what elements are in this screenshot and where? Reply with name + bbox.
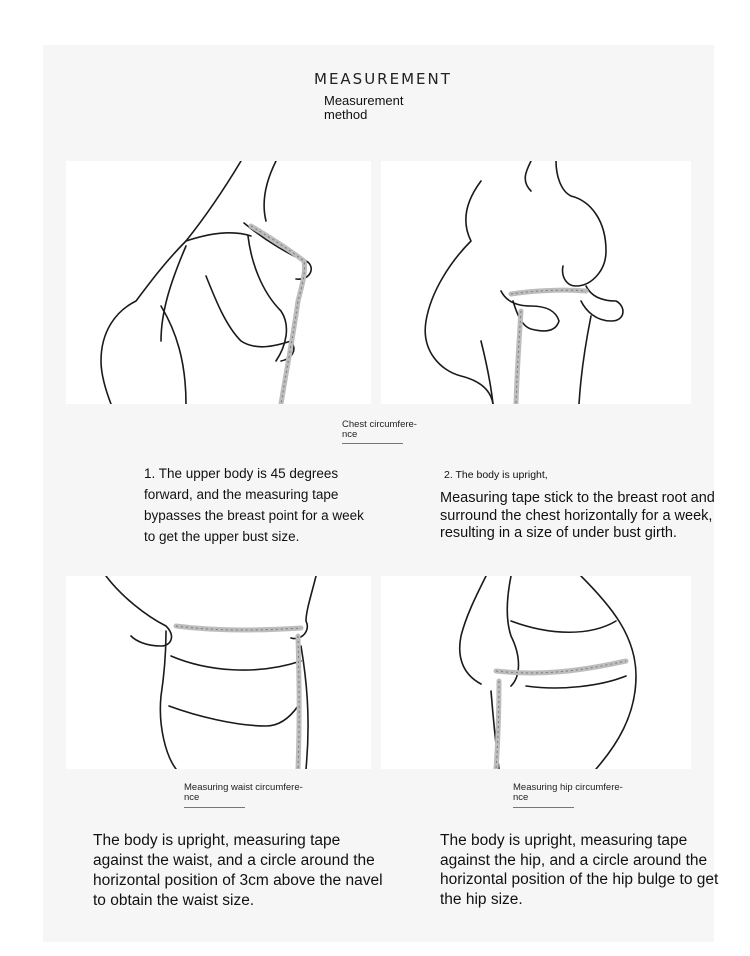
upper-bust-illustration	[66, 161, 371, 404]
waist-description: The body is upright, measuring tape agai…	[93, 832, 383, 909]
chest-caption-underline	[342, 443, 403, 444]
chest-step2-text: Measuring tape stick to the breast root …	[440, 490, 715, 541]
waist-caption-underline	[184, 807, 245, 808]
waist-illustration	[66, 576, 371, 769]
waist-drawing	[105, 576, 317, 769]
waist-caption: Measuring waist circumfere- nce	[184, 783, 303, 803]
hip-illustration	[381, 576, 691, 769]
chest-step2-heading: 2. The body is upright,	[444, 469, 548, 481]
waist-caption-text: Measuring waist circumfere- nce	[184, 782, 303, 803]
under-bust-drawing	[424, 161, 624, 404]
page-subtitle: Measurement method	[324, 93, 404, 122]
hip-caption: Measuring hip circumfere- nce	[513, 783, 623, 803]
hip-drawing	[459, 576, 637, 769]
chest-caption: Chest circumfere- nce	[342, 420, 417, 440]
upper-bust-drawing	[100, 161, 312, 404]
hip-caption-text: Measuring hip circumfere- nce	[513, 782, 623, 803]
chest-step1-text: 1. The upper body is 45 degrees forward,…	[144, 466, 364, 544]
chest-caption-text: Chest circumfere- nce	[342, 419, 417, 440]
hip-description: The body is upright, measuring tape agai…	[440, 832, 719, 908]
under-bust-illustration	[381, 161, 691, 404]
page-title: MEASUREMENT	[314, 70, 452, 88]
hip-caption-underline	[513, 807, 574, 808]
